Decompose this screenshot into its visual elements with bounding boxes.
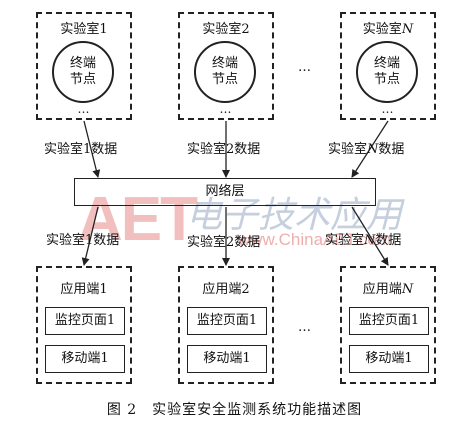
- data-label-text: 实验室1数据: [44, 142, 118, 157]
- data-label-top-n: 实验室N数据: [328, 138, 404, 157]
- arrow-network-to-app1: [81, 206, 99, 266]
- data-label-bottom-2: 实验室2数据: [187, 231, 260, 250]
- lab-ellipsis-1: …: [77, 102, 91, 116]
- app-title-1: 应用端1: [60, 282, 108, 297]
- data-label-italic: N: [364, 233, 376, 248]
- mobile-end-box: 移动端1: [349, 345, 429, 373]
- app-title-n: 应用端N: [342, 278, 434, 297]
- terminal-node-2: 终端 节点: [194, 41, 256, 103]
- arrow-labn-to-network: [351, 120, 389, 178]
- lab-box-n: 实验室N 终端 节点 …: [340, 12, 436, 120]
- lab-box-2: 实验室2 终端 节点 …: [178, 12, 274, 120]
- data-label-text: 实验室2数据: [187, 235, 261, 250]
- data-label-bottom-n: 实验室N数据: [325, 229, 401, 248]
- lab-title-2: 实验室2: [202, 22, 250, 37]
- data-label-top-2: 实验室2数据: [187, 138, 260, 157]
- monitor-page-box: 监控页面1: [187, 307, 267, 335]
- monitor-page-box: 监控页面1: [349, 307, 429, 335]
- app-box-2: 应用端2 监控页面1 移动端1: [178, 266, 274, 384]
- mobile-end-box: 移动端1: [187, 345, 267, 373]
- lab-title-n-prefix: 实验室: [362, 22, 402, 37]
- figure-caption: 图 2 实验室安全监测系统功能描述图: [106, 402, 363, 418]
- lab-title-n: 实验室N: [342, 18, 434, 37]
- terminal-node-line1: 终端: [211, 56, 238, 71]
- data-label-text: 实验室1数据: [46, 233, 120, 248]
- data-label-italic: N: [367, 142, 379, 157]
- app-box-n: 应用端N 监控页面1 移动端1: [340, 266, 436, 384]
- app-box-1: 应用端1 监控页面1 移动端1: [36, 266, 132, 384]
- network-layer-box: 网络层: [74, 178, 376, 206]
- data-label-suffix: 数据: [375, 233, 402, 248]
- app-title-n-italic: N: [401, 282, 414, 297]
- data-label-bottom-1: 实验室1数据: [46, 229, 119, 248]
- lab-title-n-italic: N: [401, 22, 414, 37]
- lab-ellipsis-n: …: [381, 102, 395, 116]
- lab-title-1: 实验室1: [60, 22, 108, 37]
- terminal-node-line2: 节点: [373, 72, 400, 87]
- arrow-network-to-appn: [351, 206, 389, 266]
- between-labs-ellipsis: …: [298, 60, 312, 75]
- mobile-end-box: 移动端1: [45, 345, 125, 373]
- data-label-top-1: 实验室1数据: [44, 138, 117, 157]
- data-label-text: 实验室: [325, 233, 365, 248]
- terminal-node-line1: 终端: [69, 56, 96, 71]
- lab-ellipsis-2: …: [219, 102, 233, 116]
- terminal-node-1: 终端 节点: [52, 41, 114, 103]
- terminal-node-n: 终端 节点: [356, 41, 418, 103]
- data-label-text: 实验室2数据: [187, 142, 261, 157]
- app-title-2: 应用端2: [202, 282, 250, 297]
- lab-box-1: 实验室1 终端 节点 …: [36, 12, 132, 120]
- terminal-node-line1: 终端: [373, 56, 400, 71]
- terminal-node-line2: 节点: [211, 72, 238, 87]
- data-label-suffix: 数据: [378, 142, 405, 157]
- app-title-n-prefix: 应用端: [362, 282, 402, 297]
- terminal-node-line2: 节点: [69, 72, 96, 87]
- monitor-page-box: 监控页面1: [45, 307, 125, 335]
- between-apps-ellipsis: …: [298, 320, 312, 335]
- data-label-text: 实验室: [328, 142, 368, 157]
- arrow-lab1-to-network: [83, 120, 101, 178]
- network-layer-label: 网络层: [205, 184, 245, 199]
